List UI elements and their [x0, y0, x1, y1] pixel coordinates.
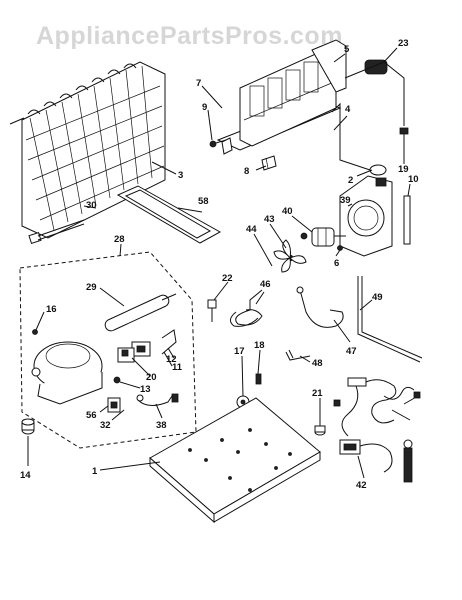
- callout-11: 11: [172, 362, 183, 373]
- harness-38: [136, 393, 179, 406]
- callouts: 1 2 3 4 5 6 7 8 9 10 11 12 13 14 16 17 1…: [20, 38, 419, 491]
- tube-48: [285, 349, 311, 361]
- callout-20: 20: [146, 372, 157, 383]
- compressor: [31, 341, 103, 405]
- callout-7: 7: [196, 78, 201, 89]
- relay-12: [131, 341, 151, 357]
- screw-16: [32, 329, 38, 335]
- callout-18: 18: [254, 340, 265, 351]
- callout-56: 56: [86, 410, 97, 421]
- callout-39: 39: [340, 195, 351, 206]
- callout-47: 47: [346, 346, 357, 357]
- callout-29: 29: [86, 282, 97, 293]
- terminal-56: [107, 397, 121, 413]
- tube-22: [207, 299, 217, 322]
- callout-28: 28: [114, 234, 125, 245]
- base-tray: [149, 397, 321, 524]
- fan-motor: [300, 227, 346, 247]
- sensor-19: [399, 127, 409, 150]
- tube-47: [296, 286, 344, 328]
- defrost-heater-wire: [331, 61, 405, 176]
- callout-44: 44: [246, 224, 257, 235]
- callout-49: 49: [372, 292, 383, 303]
- screw-6: [337, 245, 343, 251]
- callout-5: 5: [344, 44, 350, 55]
- callout-48: 48: [312, 358, 323, 369]
- callout-17: 17: [234, 346, 245, 357]
- callout-8: 8: [244, 166, 249, 177]
- callout-6: 6: [334, 258, 339, 269]
- control-housing: [216, 39, 347, 155]
- tube-10: [403, 195, 411, 245]
- callout-12: 12: [166, 354, 177, 365]
- screw-9: [209, 139, 227, 148]
- grommet: [21, 418, 35, 435]
- callout-23: 23: [398, 38, 409, 49]
- callout-4: 4: [345, 104, 351, 115]
- callout-32: 32: [100, 420, 111, 431]
- callout-46: 46: [260, 279, 271, 290]
- callout-40: 40: [282, 206, 293, 217]
- rod-49: [357, 276, 423, 363]
- callout-14: 14: [20, 470, 31, 481]
- wire-11: [161, 329, 177, 355]
- callout-30: 30: [86, 200, 97, 211]
- callout-2: 2: [348, 175, 353, 186]
- callout-13: 13: [140, 384, 151, 395]
- callout-38: 38: [156, 420, 167, 431]
- drain-tube: [28, 219, 85, 244]
- callout-42: 42: [356, 480, 367, 491]
- callout-19: 19: [398, 164, 409, 175]
- grommet-21: [314, 425, 326, 436]
- watermark: AppliancePartsPros.com: [36, 22, 343, 50]
- callout-16: 16: [46, 304, 57, 315]
- overload-20: [117, 347, 135, 363]
- callout-10: 10: [408, 174, 419, 185]
- callout-1: 1: [92, 466, 98, 477]
- clip-13: [113, 376, 121, 384]
- callout-21: 21: [312, 388, 323, 399]
- compressor-group: [19, 251, 197, 449]
- start-device-29: [104, 293, 177, 332]
- fan-blade: [273, 239, 307, 273]
- fan-shroud: [339, 175, 393, 257]
- callout-58: 58: [198, 196, 209, 207]
- callout-3: 3: [178, 170, 183, 181]
- callout-22: 22: [222, 273, 233, 284]
- pin-18: [255, 373, 262, 385]
- bracket-clip: [261, 155, 277, 171]
- leader-lines: [27, 47, 411, 479]
- callout-43: 43: [264, 214, 275, 225]
- drain-pan: [116, 185, 222, 244]
- callout-9: 9: [202, 102, 207, 113]
- condenser-coil-46: [230, 289, 263, 327]
- wiring-harness: [333, 377, 421, 483]
- evaporator-coil: [9, 61, 166, 239]
